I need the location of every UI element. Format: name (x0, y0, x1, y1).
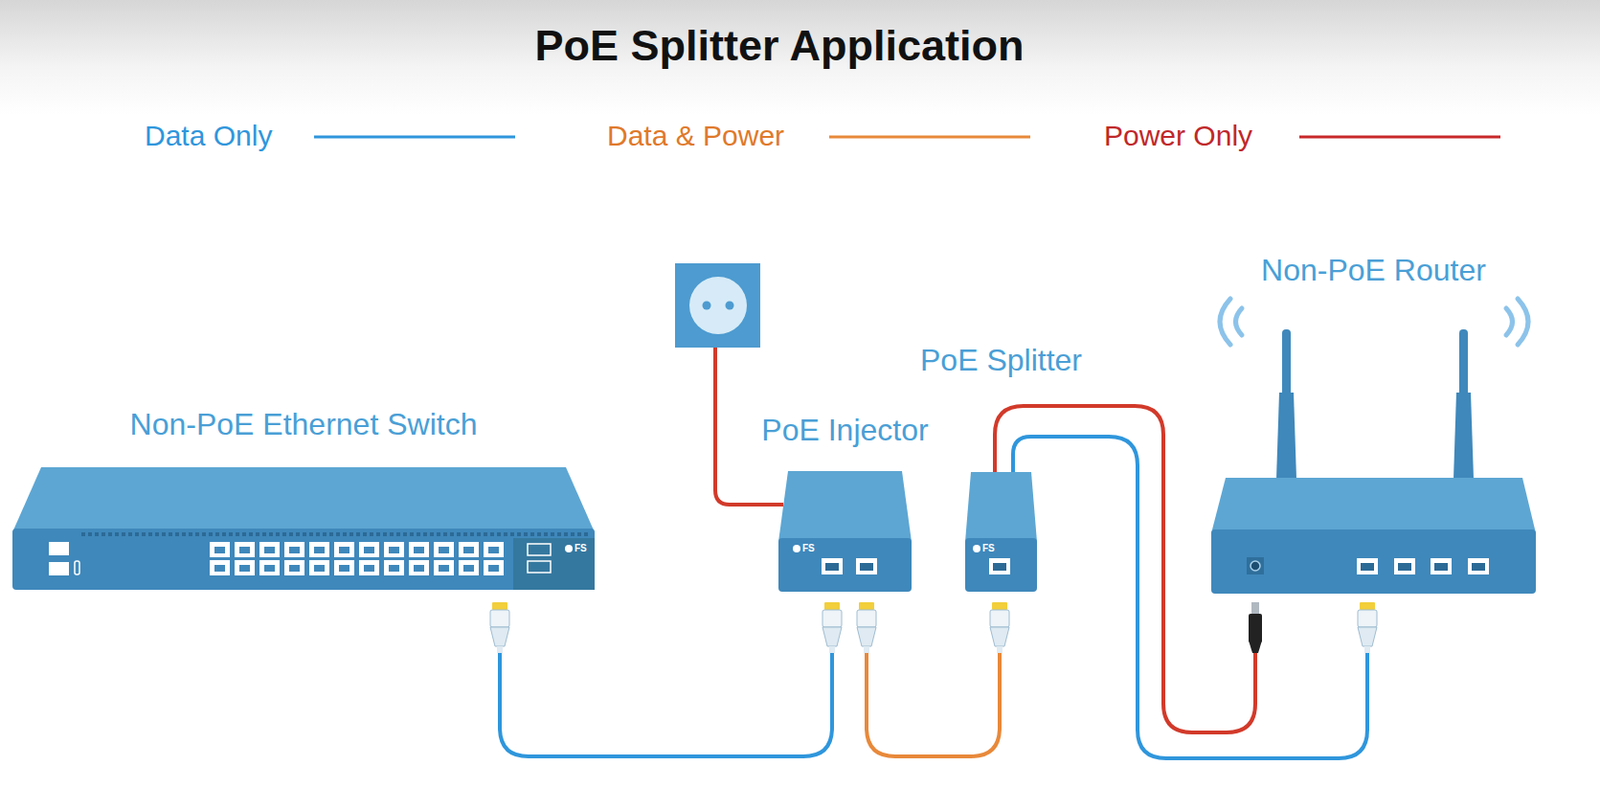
text-holder: FS (574, 542, 587, 555)
device-label: PoE Injector (761, 411, 928, 449)
brand-logo: FS (574, 542, 587, 555)
legend-text: Data & Power (607, 118, 785, 154)
device-label: Non-PoE Router (1261, 251, 1487, 289)
legend-text: Data Only (144, 118, 272, 154)
legend-text: Power Only (1104, 118, 1253, 154)
injector-node: PoE Injector (778, 471, 912, 654)
power-outlet (675, 263, 784, 505)
device-label: PoE Splitter (920, 341, 1082, 379)
text-holder: Power Only (1104, 118, 1253, 154)
text-holder: Data & Power (607, 118, 785, 154)
legend-line (1299, 135, 1501, 139)
router-node: Non-PoE Router (1211, 477, 1536, 654)
injector-drawing (778, 471, 912, 654)
splitter-drawing (965, 472, 1037, 654)
switch-node: Non-PoE Ethernet Switch (12, 467, 595, 654)
router-drawing (1211, 298, 1536, 654)
cable-connector (499, 653, 833, 757)
diagram-title: PoE Splitter Application (535, 20, 1025, 72)
text-holder: FS (982, 542, 995, 555)
cable-connector (866, 653, 1000, 757)
legend-line (314, 135, 516, 139)
legend-line (829, 135, 1031, 139)
switch-drawing (12, 467, 595, 654)
brand-logo: FS (982, 542, 995, 555)
text-holder: Data Only (144, 118, 272, 154)
splitter-node: PoE Splitter (965, 472, 1037, 654)
text-holder: FS (802, 542, 815, 555)
text-holder: PoE Splitter Application (535, 20, 1025, 72)
device-label: Non-PoE Ethernet Switch (130, 405, 478, 443)
brand-logo: FS (802, 542, 815, 555)
